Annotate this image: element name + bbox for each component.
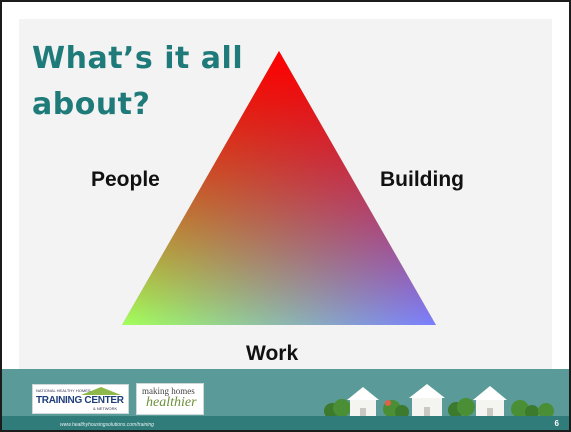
house-icon — [473, 386, 507, 419]
houses-illustration — [320, 381, 560, 421]
label-work: Work — [246, 342, 299, 365]
triangle-graphic — [122, 51, 436, 325]
making-homes-healthier-logo: making homes healthier — [136, 383, 204, 415]
footer-url: www.healthyhousingsolutions.com/training — [60, 422, 154, 428]
house-icon — [347, 387, 379, 419]
page-number: 6 — [554, 419, 559, 428]
label-building: Building — [380, 168, 464, 191]
slide-title: What’s it all about? — [32, 41, 244, 122]
logo-ntc-small-text: NATIONAL HEALTHY HOMES — [36, 388, 91, 393]
tree-icon — [324, 399, 351, 419]
tree-icon — [383, 400, 409, 419]
color-triangle — [120, 51, 438, 325]
logo-mhh-top: making homes — [142, 386, 195, 396]
label-people: People — [91, 168, 160, 191]
tree-icon — [448, 398, 475, 418]
logo-mhh-bottom: healthier — [146, 395, 197, 410]
footer-strip — [2, 416, 569, 430]
logo-ntc-name: TRAINING CENTER — [36, 395, 124, 406]
logo-ntc-network: & NETWORK — [93, 406, 118, 411]
tree-icon — [511, 400, 554, 419]
house-icon — [409, 384, 445, 419]
slide-footer: NATIONAL HEALTHY HOMES TRAINING CENTER &… — [2, 369, 569, 430]
roof-icon — [81, 387, 121, 395]
training-center-logo: NATIONAL HEALTHY HOMES TRAINING CENTER &… — [32, 384, 129, 414]
